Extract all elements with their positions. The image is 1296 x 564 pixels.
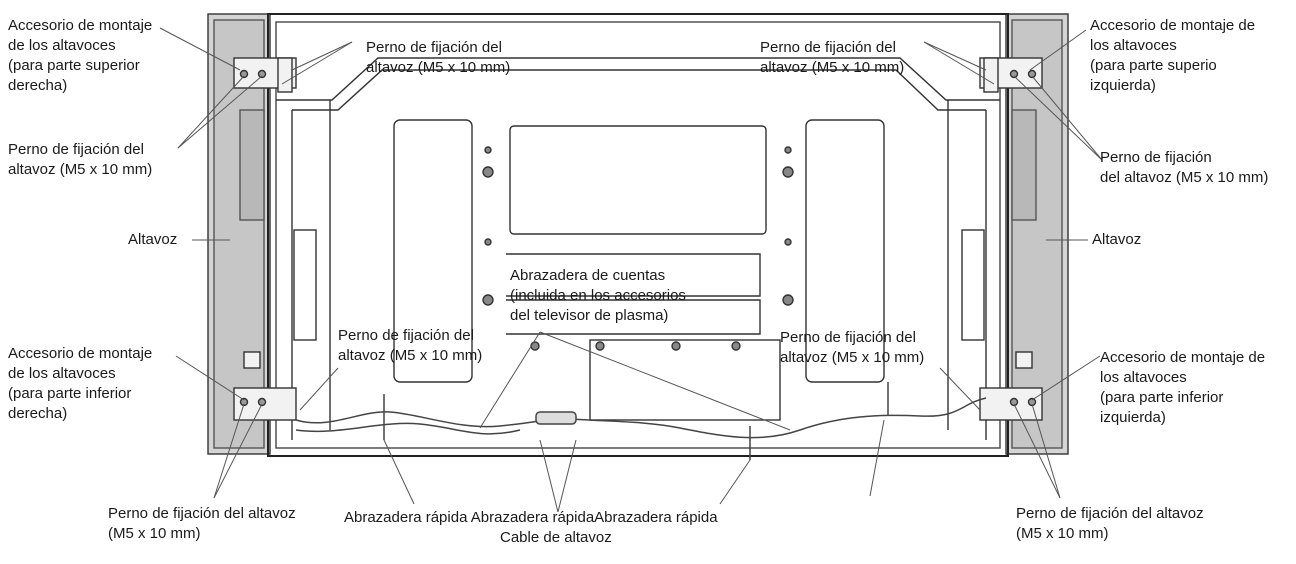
label-bottom-left-bolt: Perno de fijación del altavoz(M5 x 10 mm… [108, 505, 296, 542]
leader-lines [159, 27, 1103, 513]
tv-panel-frame [267, 13, 1009, 457]
label-bottom-right-bolt: Perno de fijación del altavoz(M5 x 10 mm… [1016, 505, 1204, 542]
label-left-speaker: Altavoz [128, 231, 178, 248]
cable-connector [535, 411, 577, 425]
speaker-cables [295, 382, 987, 460]
tv-inner-panels [393, 119, 885, 421]
label-quick-clamps: Abrazadera rápida Abrazadera rápidaAbraz… [344, 509, 718, 526]
tv-screws [482, 146, 794, 351]
right-handle [961, 229, 985, 341]
label-bead-clamp: Abrazadera de cuentas(incluida en los ac… [510, 267, 686, 324]
label-speaker-cable: Cable de altavoz [500, 529, 612, 546]
left-handle [293, 229, 317, 341]
label-right-speaker: Altavoz [1092, 231, 1142, 248]
